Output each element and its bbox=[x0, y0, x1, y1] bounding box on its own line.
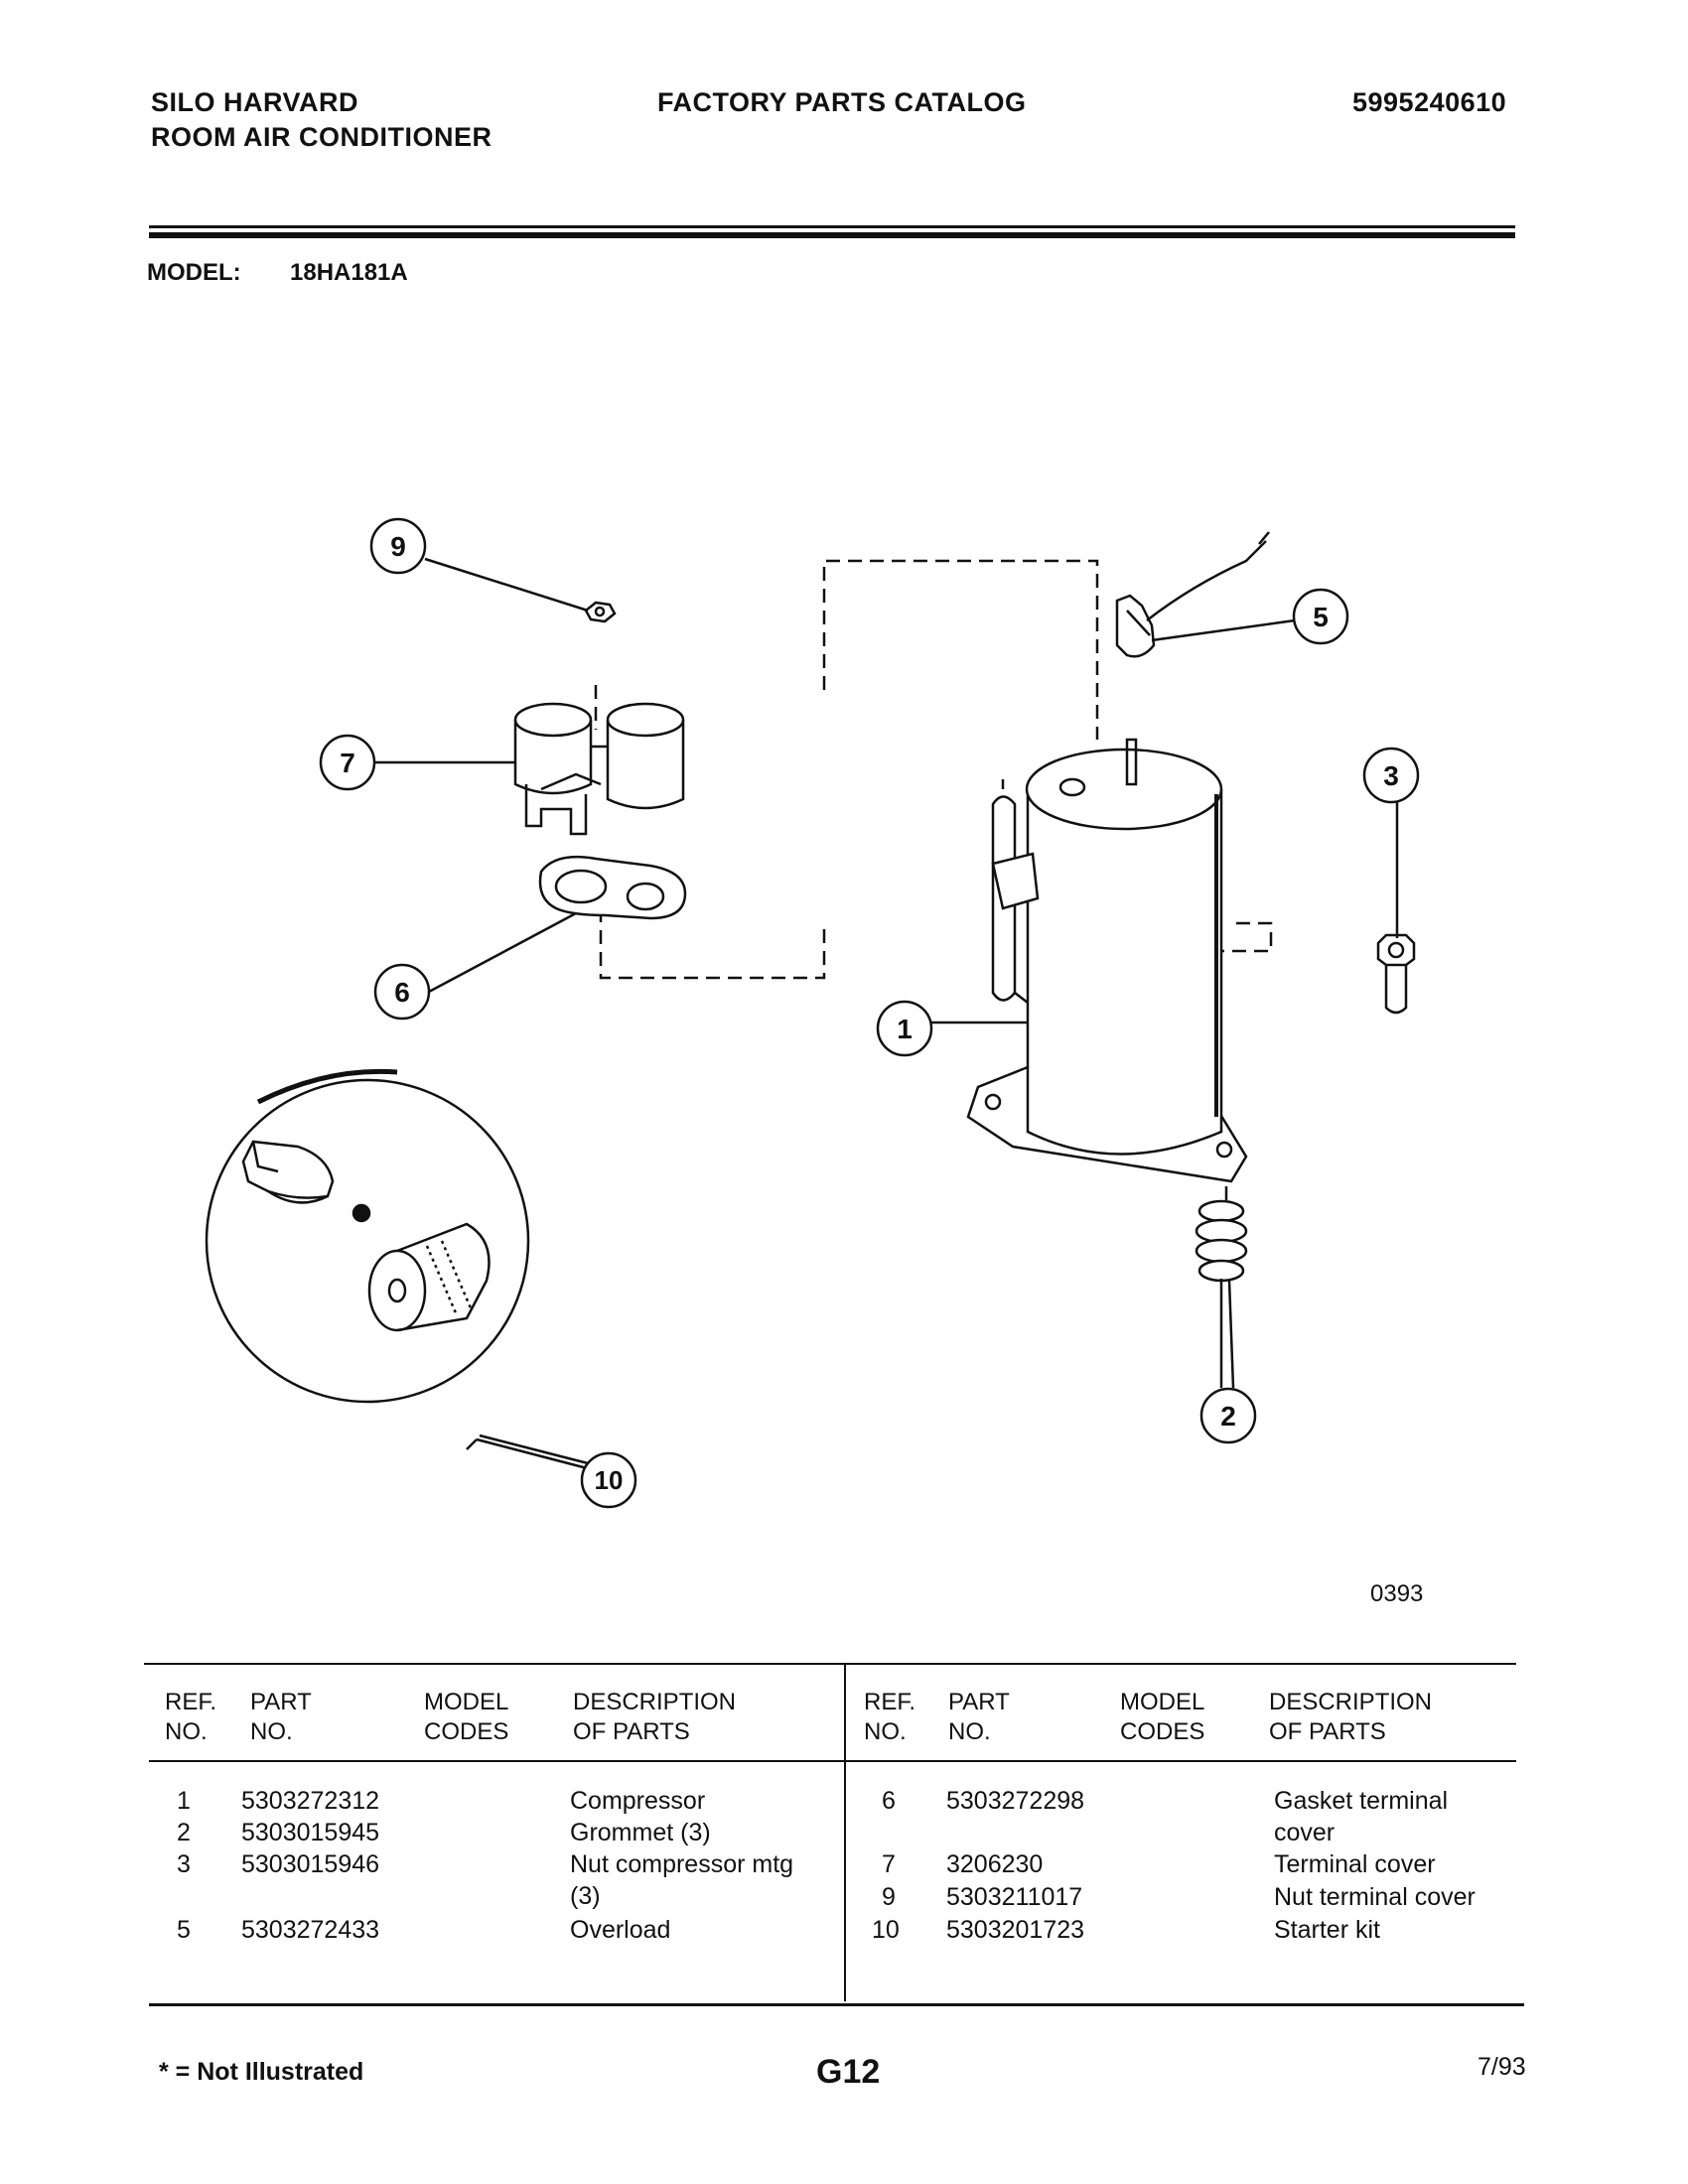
terminal-cover-part bbox=[513, 702, 685, 836]
catalog-title: FACTORY PARTS CATALOG bbox=[657, 87, 1027, 117]
table-header-rule bbox=[149, 1760, 1516, 1762]
callout-9 bbox=[369, 517, 427, 575]
col-header-ref-left: REF.NO. bbox=[165, 1689, 217, 1745]
callout-9-label: 9 bbox=[390, 531, 406, 562]
part-no: 5303211017 bbox=[946, 1883, 1083, 1911]
callout-1 bbox=[876, 1000, 933, 1057]
part-no: 5303272312 bbox=[241, 1787, 380, 1815]
gasket-terminal-cover-part bbox=[538, 855, 687, 920]
product-name: ROOM AIR CONDITIONER bbox=[151, 122, 492, 152]
table-top-rule bbox=[144, 1663, 1516, 1665]
header-rule-thick bbox=[149, 232, 1515, 238]
ref-no: 10 bbox=[872, 1916, 900, 1944]
callout-5-label: 5 bbox=[1313, 602, 1329, 632]
compressor-mount-nut-part bbox=[1376, 933, 1416, 1015]
header-rule-thin bbox=[149, 225, 1515, 228]
part-description-cont: (3) bbox=[570, 1882, 601, 1910]
callout-3 bbox=[1362, 747, 1420, 804]
model-label: MODEL: bbox=[147, 259, 241, 286]
grommet-part bbox=[1195, 1199, 1248, 1388]
page-number: G12 bbox=[816, 2053, 881, 2091]
ref-no: 5 bbox=[177, 1916, 191, 1944]
part-no: 5303272433 bbox=[241, 1916, 380, 1944]
callout-circles bbox=[319, 517, 1420, 1509]
table-divider bbox=[844, 1664, 846, 2001]
part-description-cont: cover bbox=[1274, 1819, 1336, 1846]
brand-name: SILO HARVARD bbox=[151, 87, 359, 117]
part-no: 5303201723 bbox=[946, 1916, 1085, 1944]
not-illustrated-legend: * = Not Illustrated bbox=[159, 2058, 364, 2086]
callout-3-label: 3 bbox=[1383, 760, 1399, 791]
callout-10-label: 10 bbox=[595, 1465, 624, 1495]
compressor-part bbox=[966, 738, 1248, 1183]
part-no: 5303272298 bbox=[946, 1787, 1085, 1815]
starter-kit-detail bbox=[205, 1068, 530, 1404]
callout-leader-lines bbox=[372, 557, 1399, 1471]
nut-terminal-cover-part bbox=[584, 601, 617, 623]
callout-10 bbox=[580, 1451, 637, 1509]
part-description: Grommet (3) bbox=[570, 1819, 711, 1846]
part-no: 5303015945 bbox=[241, 1819, 380, 1846]
part-description: Compressor bbox=[570, 1787, 706, 1815]
table-bottom-rule bbox=[149, 2003, 1524, 2006]
callout-5 bbox=[1292, 588, 1349, 645]
callout-7 bbox=[319, 734, 376, 791]
catalog-number: 5995240610 bbox=[1352, 87, 1507, 117]
callout-1-label: 1 bbox=[897, 1014, 913, 1044]
overload-part bbox=[1115, 531, 1270, 658]
col-header-ref-right: REF.NO. bbox=[864, 1689, 916, 1745]
ref-no: 9 bbox=[882, 1883, 896, 1911]
model-number: 18HA181A bbox=[290, 259, 408, 286]
callout-7-label: 7 bbox=[340, 748, 355, 778]
ref-no: 3 bbox=[177, 1850, 191, 1878]
part-no: 3206230 bbox=[946, 1850, 1044, 1878]
callout-2-label: 2 bbox=[1220, 1401, 1236, 1432]
part-description: Starter kit bbox=[1274, 1916, 1380, 1944]
exploded-parts-diagram: 9 7 6 5 3 1 2 10 0393 bbox=[205, 517, 1423, 1607]
catalog-date: 7/93 bbox=[1477, 2053, 1526, 2081]
drawing-code: 0393 bbox=[1370, 1580, 1423, 1607]
callout-6-label: 6 bbox=[394, 977, 410, 1008]
ref-no: 2 bbox=[177, 1819, 191, 1846]
part-description: Nut terminal cover bbox=[1274, 1883, 1476, 1911]
part-description: Terminal cover bbox=[1274, 1850, 1436, 1878]
ref-no: 7 bbox=[882, 1850, 896, 1878]
ref-no: 6 bbox=[882, 1787, 896, 1815]
part-description: Overload bbox=[570, 1916, 671, 1944]
part-description: Gasket terminal bbox=[1274, 1787, 1449, 1815]
callout-6 bbox=[373, 963, 431, 1021]
ref-no: 1 bbox=[177, 1787, 191, 1815]
part-description: Nut compressor mtg bbox=[570, 1850, 794, 1878]
part-no: 5303015946 bbox=[241, 1850, 380, 1878]
callout-2 bbox=[1199, 1387, 1257, 1444]
